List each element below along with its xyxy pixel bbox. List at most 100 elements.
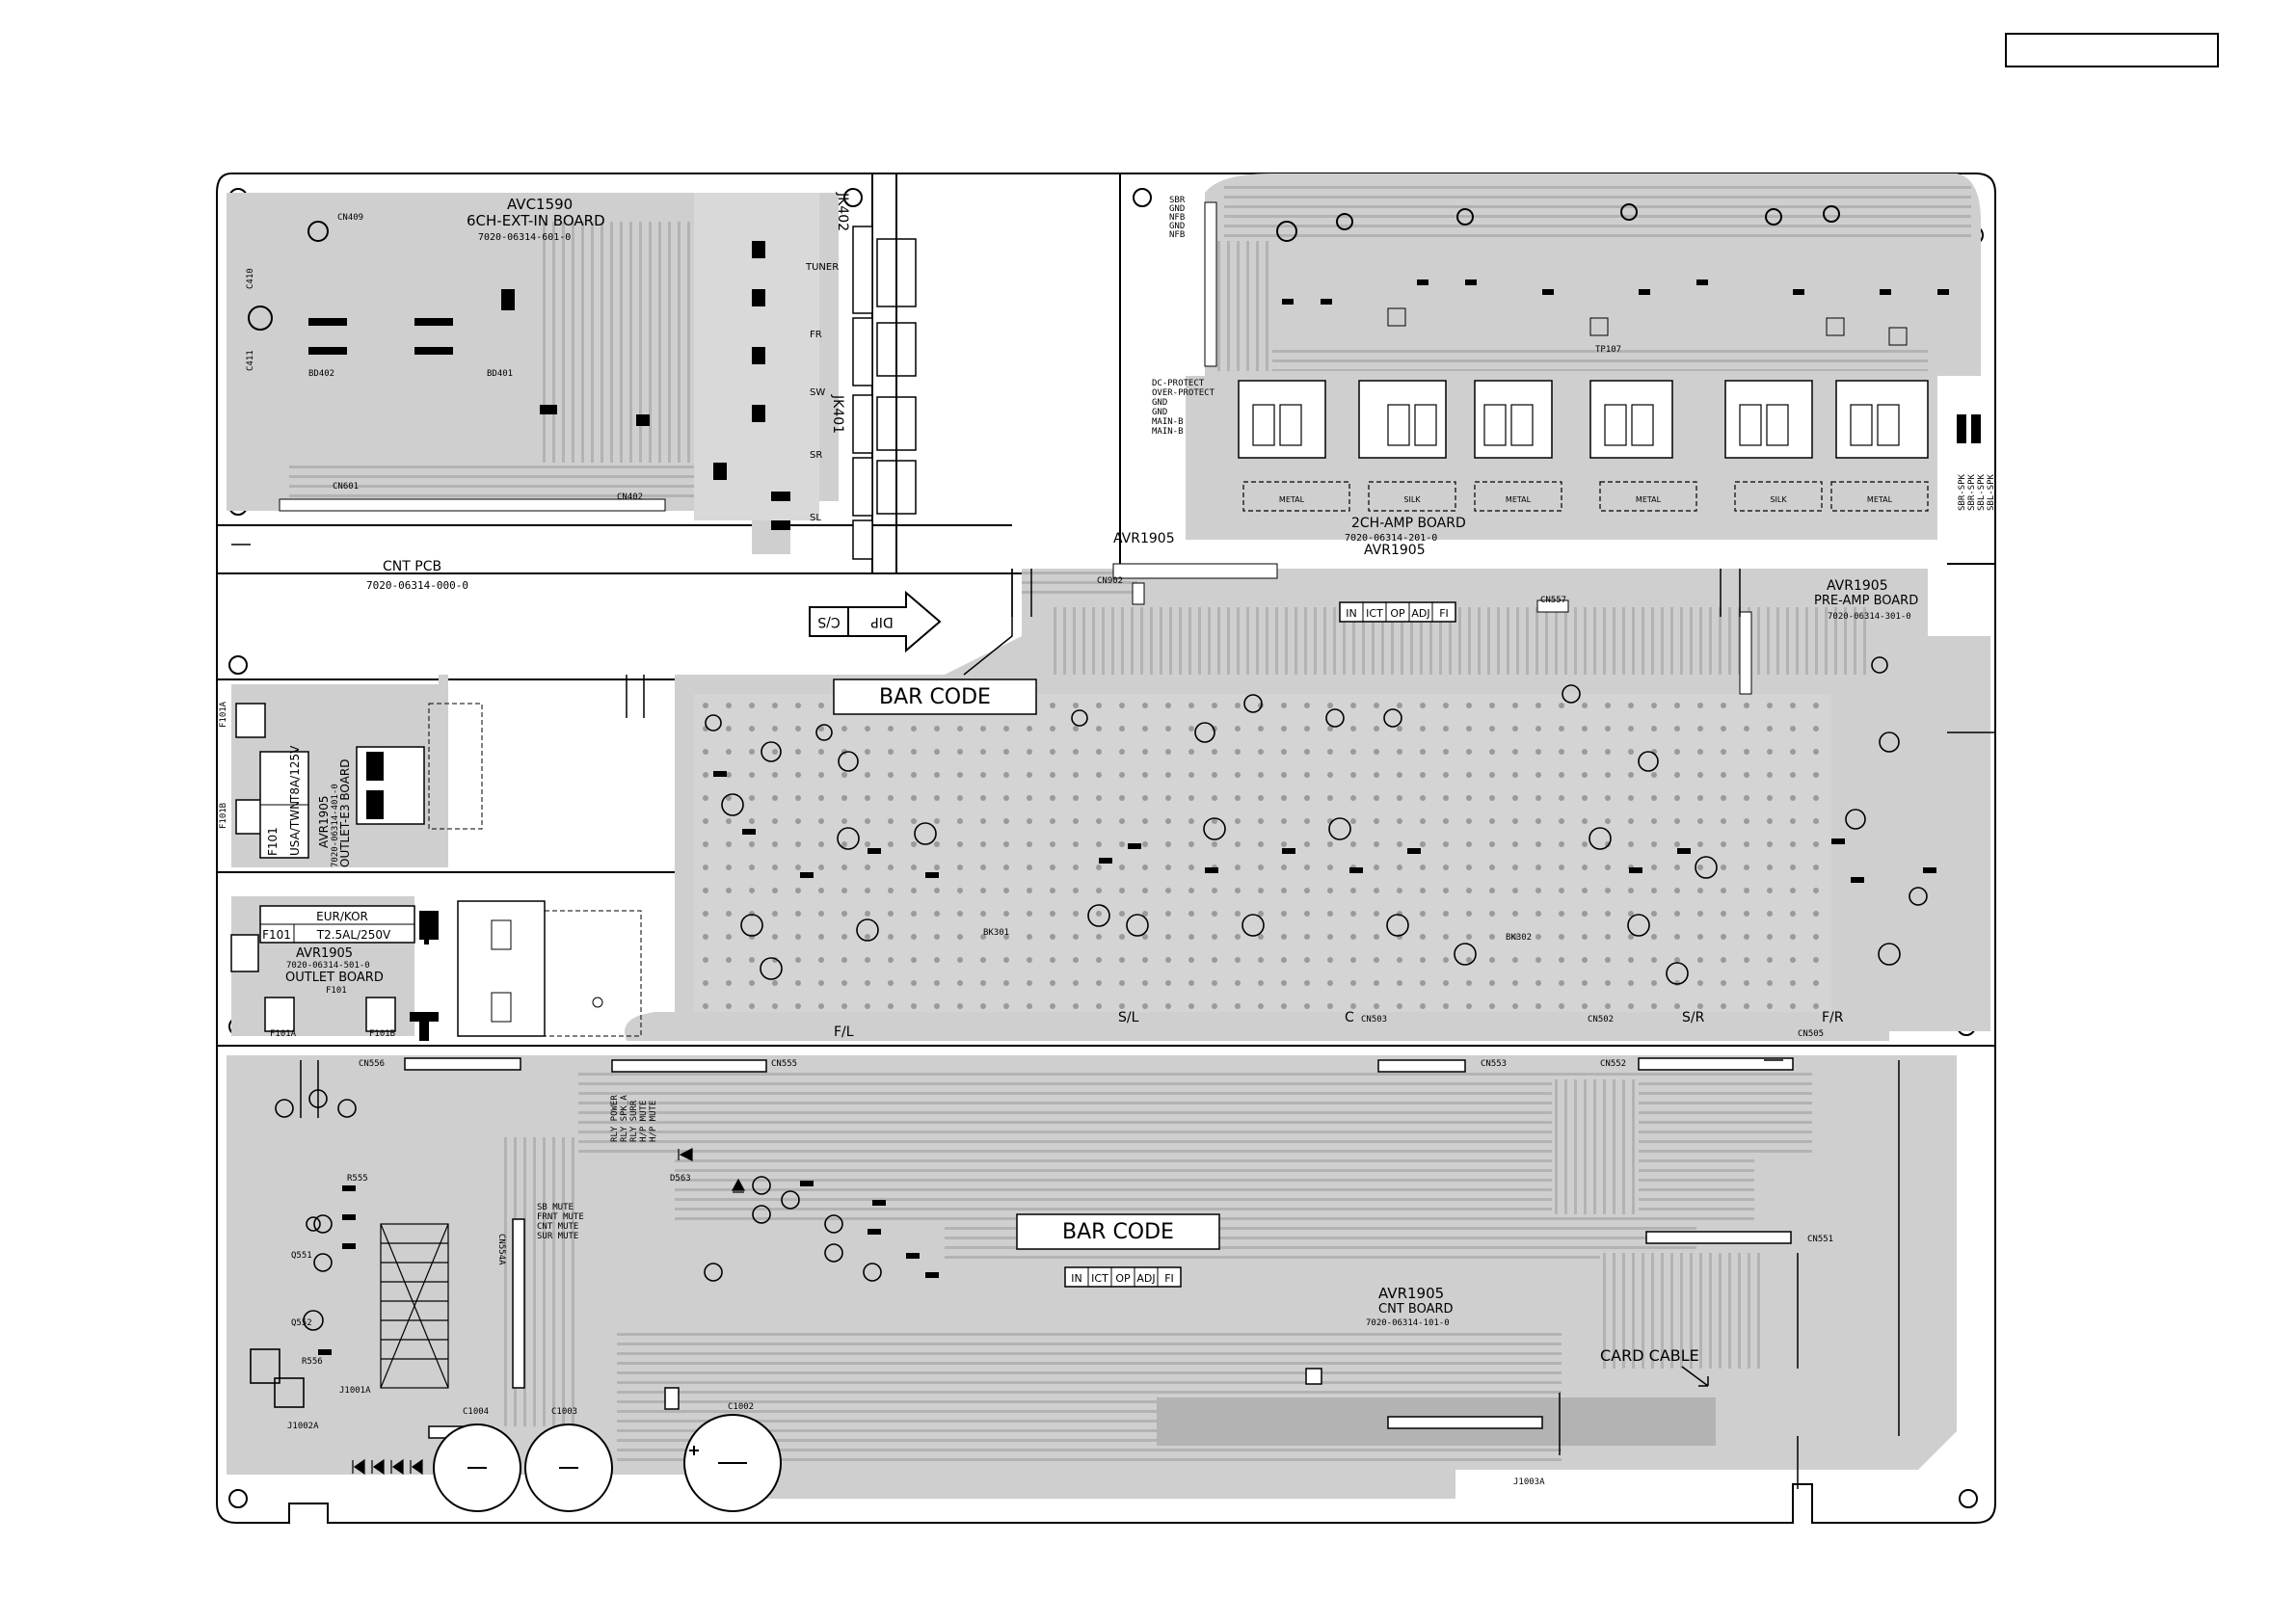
svg-text:BAR CODE: BAR CODE (879, 685, 991, 709)
spk-top-pins: SBR GND NFB GND NFB (1169, 196, 1186, 240)
big-capacitors (433, 1414, 782, 1512)
checklist-preamp: IN ICT OP ADJ FI (1339, 601, 1456, 623)
svg-text:RLY POWER: RLY POWER (610, 1095, 620, 1142)
jk401-label: JK401 (830, 394, 845, 434)
svg-text:F/R: F/R (1822, 1010, 1844, 1025)
amp2ch-part: 7020-06314-201-0 (1345, 533, 1437, 544)
outlet-e3-part: 7020-06314-401-0 (331, 784, 340, 867)
svg-text:CNT MUTE: CNT MUTE (537, 1222, 578, 1232)
svg-text:CN556: CN556 (359, 1059, 385, 1069)
svg-text:CN552: CN552 (1600, 1059, 1626, 1069)
svg-text:J1003A: J1003A (1513, 1477, 1545, 1487)
cn402-label: CN402 (617, 492, 643, 502)
jack-sr: SR (810, 450, 822, 461)
svg-text:IN: IN (1346, 607, 1356, 620)
svg-text:R555: R555 (347, 1174, 368, 1184)
svg-text:GND: GND (1152, 398, 1167, 408)
svg-text:GND: GND (1169, 204, 1185, 214)
dc-protect-pins: DC-PROTECT OVER-PROTECT GND GND MAIN-B M… (1152, 379, 1215, 437)
outlet-fuse-region: EUR/KOR (316, 910, 368, 923)
cnt-pcb-part: 7020-06314-000-0 (366, 579, 468, 592)
svg-text:S/R: S/R (1682, 1010, 1705, 1025)
svg-text:RLY SPK_A: RLY SPK_A (620, 1095, 629, 1142)
hs-silk-2: SILK (1770, 495, 1787, 504)
svg-text:NFB: NFB (1169, 213, 1185, 223)
card-cable-marker: CARD CABLE (1600, 1346, 1709, 1387)
board-2ch-amp: METAL SILK METAL METAL SILK METAL 2CH-AM… (1113, 173, 1996, 558)
board-cnt: C1004 C1003 C1002 (227, 1055, 1957, 1512)
board-avc1590: AVC1590 6CH-EXT-IN BOARD 7020-06314-601-… (227, 192, 917, 560)
c410-label: C410 (246, 268, 255, 289)
preamp-part: 7020-06314-301-0 (1828, 612, 1911, 622)
board-outlet: EUR/KOR F101 T2.5AL/250V AVR1905 7020-06… (230, 896, 642, 1041)
outlet-model: AVR1905 (296, 946, 353, 961)
dip-left-label: C/S (817, 614, 840, 629)
svg-text:BAR CODE: BAR CODE (1062, 1220, 1174, 1244)
svg-text:J1001A: J1001A (339, 1386, 371, 1396)
svg-text:CN555: CN555 (771, 1059, 797, 1069)
svg-text:Q552: Q552 (291, 1318, 312, 1328)
jk402-label: JK402 (835, 192, 850, 231)
cnt-ref-labels: CN556 CN555 CN553 CN552 CN551 CN554A J10… (287, 1059, 1833, 1487)
outlet-e3-name: OUTLET-E3 BOARD (338, 759, 352, 867)
relay-pin-labels: RLY POWER RLY SPK_A RLY SURR H/P MUTE H/… (610, 1095, 658, 1142)
preamp-resistors (713, 771, 1936, 883)
svg-text:OP: OP (1390, 607, 1405, 620)
f101-label-outlet: F101 (326, 986, 347, 996)
svg-text:ICT: ICT (1366, 607, 1383, 620)
svg-text:F/L: F/L (834, 1024, 854, 1040)
outlet-e3-fuse-ref: F101 (266, 827, 280, 856)
svg-text:Q551: Q551 (291, 1251, 312, 1261)
channel-labels: F/L S/L C S/R F/R (834, 1010, 1844, 1040)
page-number-box (2005, 33, 2219, 67)
board-outlet-e3: USA/TWN T8A/125V F101 AVR1905 OUTLET-E3 … (219, 675, 483, 867)
svg-text:ADJ: ADJ (1411, 607, 1429, 620)
svg-text:CN553: CN553 (1481, 1059, 1507, 1069)
c1002-label: C1002 (728, 1402, 754, 1412)
dip-arrow-marker: C/S DIP (809, 590, 942, 653)
diode-ladder (380, 1223, 449, 1389)
amp2ch-model: AVR1905 (1364, 543, 1426, 558)
cnt-components (250, 1089, 882, 1408)
svg-text:FRNT MUTE: FRNT MUTE (537, 1212, 584, 1222)
bar-code-preamp: BAR CODE (833, 678, 1037, 715)
bd402-label: BD402 (308, 369, 334, 379)
hs-metal-1: METAL (1279, 495, 1305, 504)
svg-text:OP: OP (1115, 1272, 1131, 1285)
svg-text:ADJ: ADJ (1136, 1272, 1155, 1285)
tp107-label: TP107 (1595, 345, 1621, 355)
f101a-label: F101A (270, 1029, 297, 1039)
hs-silk-1: SILK (1403, 495, 1421, 504)
svg-text:CN554A: CN554A (496, 1234, 506, 1265)
svg-text:R556: R556 (302, 1357, 323, 1367)
svg-text:GND: GND (1169, 222, 1185, 231)
cn902-label: CN902 (1097, 576, 1123, 586)
bk302-label: BK302 (1506, 933, 1532, 943)
board-preamp: AVR1905 PRE-AMP BOARD 7020-06314-301-0 C… (625, 563, 1990, 1041)
svg-text:OVER-PROTECT: OVER-PROTECT (1152, 388, 1215, 398)
bk301-label: BK301 (983, 928, 1009, 938)
avc1590-name: 6CH-EXT-IN BOARD (467, 212, 605, 229)
svg-text:FI: FI (1439, 607, 1449, 620)
svg-text:D563: D563 (670, 1174, 691, 1184)
c1003-label: C1003 (551, 1407, 577, 1417)
outlet-name: OUTLET BOARD (285, 971, 384, 985)
jack-fr: FR (810, 330, 822, 340)
jack-sl: SL (810, 513, 821, 523)
preamp-components (705, 656, 1928, 985)
amp2ch-name: 2CH-AMP BOARD (1351, 516, 1466, 531)
preamp-name: PRE-AMP BOARD (1814, 594, 1918, 608)
jack-sw: SW (810, 387, 825, 398)
cn502-label: CN502 (1588, 1015, 1614, 1024)
checklist-cnt: IN ICT OP ADJ FI (1064, 1266, 1182, 1288)
hs-metal-2: METAL (1506, 495, 1532, 504)
mute-pin-labels: SB MUTE FRNT MUTE CNT MUTE SUR MUTE (537, 1203, 584, 1241)
c1004-label: C1004 (463, 1407, 489, 1417)
svg-text:SBR: SBR (1169, 196, 1186, 205)
svg-text:ICT: ICT (1091, 1272, 1108, 1285)
avc1590-part: 7020-06314-601-0 (478, 232, 571, 243)
svg-text:IN: IN (1071, 1272, 1081, 1285)
outlet-part: 7020-06314-501-0 (286, 961, 370, 971)
bridge-diodes (352, 1148, 746, 1476)
